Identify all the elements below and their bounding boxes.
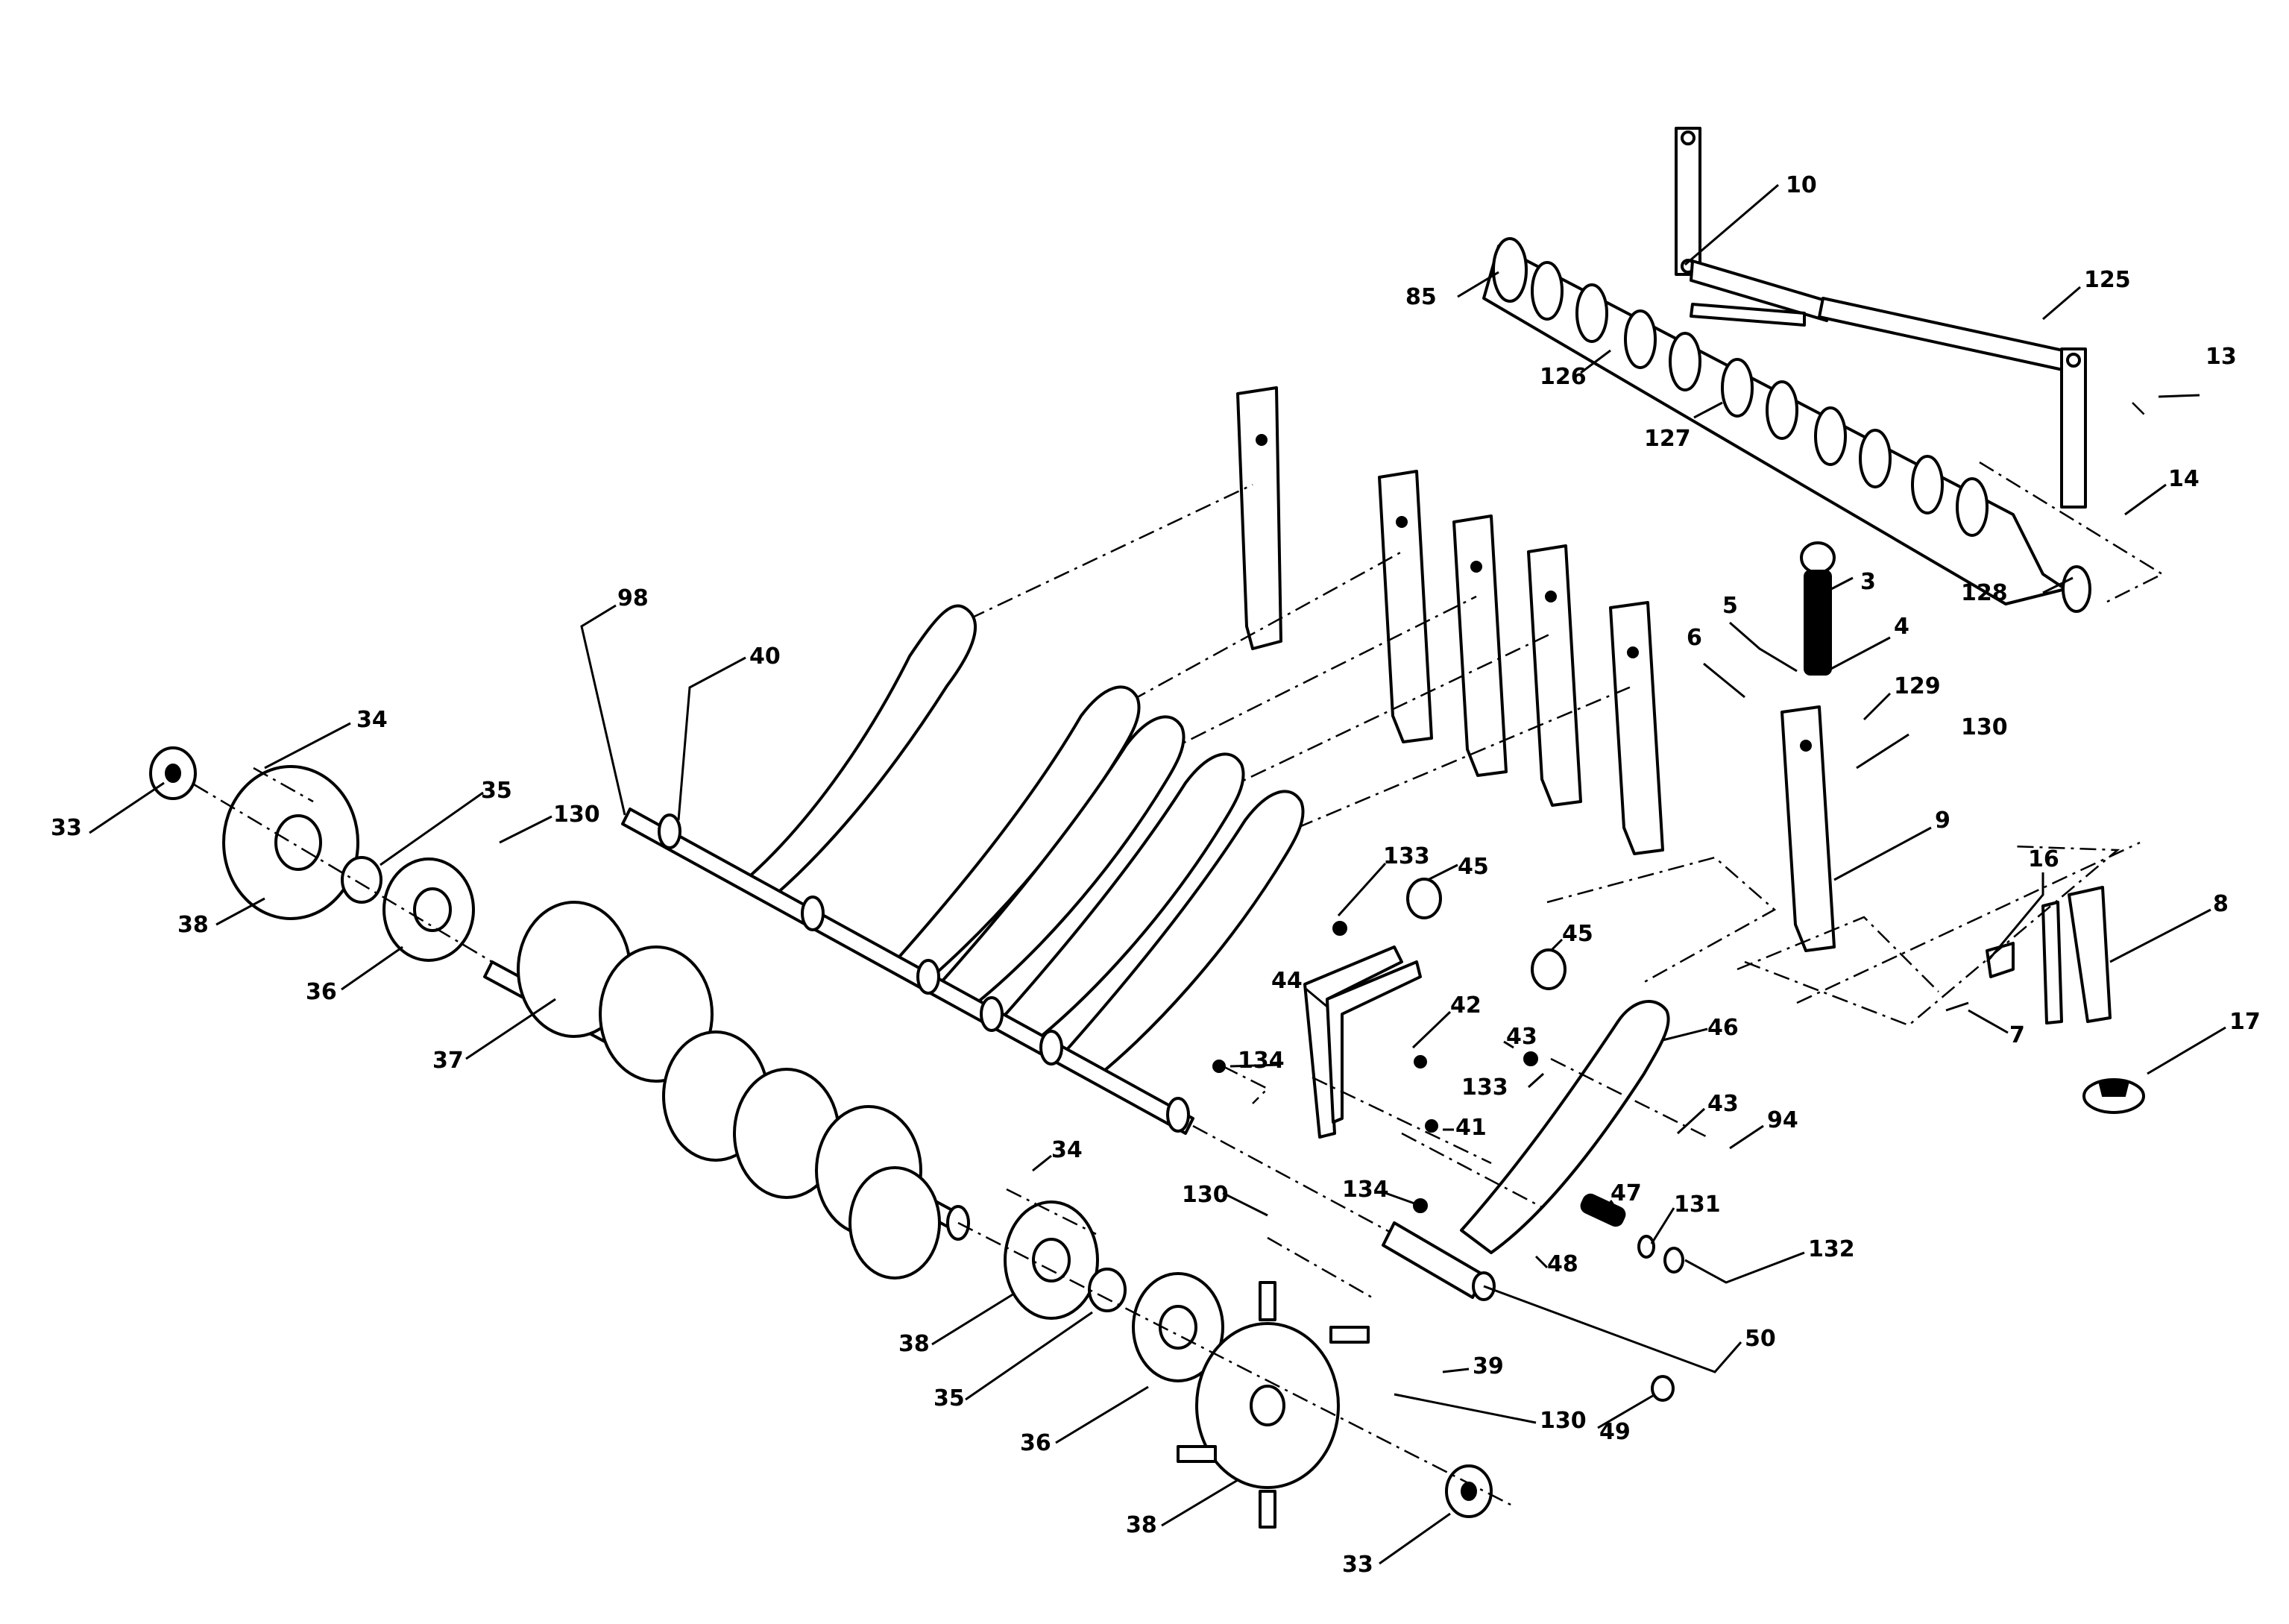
spring-hook <box>1800 541 1836 574</box>
callout-134: 134 <box>1238 1048 1285 1074</box>
bracket-8 <box>2068 886 2112 1023</box>
callout-33: 33 <box>51 815 82 841</box>
tine-arm <box>998 752 1245 1042</box>
callout-38: 38 <box>898 1331 930 1357</box>
callout-43: 43 <box>1707 1091 1739 1117</box>
callout-130: 130 <box>553 802 600 828</box>
callout-44: 44 <box>1271 968 1303 994</box>
lift-frame-assembly <box>1675 127 2087 509</box>
callout-40: 40 <box>749 643 781 670</box>
tine-bracket <box>1609 601 1664 855</box>
callout-10: 10 <box>1786 172 1817 198</box>
callout-130: 130 <box>1961 714 2008 740</box>
tine-bracket <box>1780 705 1836 952</box>
tine-arm <box>1057 790 1305 1079</box>
callout-49: 49 <box>1599 1419 1631 1445</box>
main-shaft <box>621 808 1484 1284</box>
callout-8: 8 <box>2213 891 2229 917</box>
callout-9: 9 <box>1935 808 1950 834</box>
bearing-35 <box>341 856 382 904</box>
callout-36: 36 <box>1020 1430 1051 1456</box>
callout-47: 47 <box>1611 1180 1642 1206</box>
tine-arm <box>1460 1000 1670 1254</box>
callout-41: 41 <box>1455 1115 1487 1141</box>
latch-16 <box>1986 942 2015 978</box>
tine-arms <box>744 604 1670 1254</box>
callout-133: 133 <box>1461 1074 1508 1101</box>
lift-arm-right <box>2060 347 2087 509</box>
callout-127: 127 <box>1644 426 1691 452</box>
callout-130: 130 <box>1182 1182 1229 1208</box>
callout-130: 130 <box>1540 1408 1587 1434</box>
tension-spring-assembly <box>1703 541 1836 699</box>
callout-131: 131 <box>1674 1192 1721 1218</box>
assembly-line-left <box>193 783 493 963</box>
callout-14: 14 <box>2168 466 2200 492</box>
callout-125: 125 <box>2084 267 2131 293</box>
callout-38: 38 <box>177 912 209 938</box>
callout-134: 134 <box>1342 1177 1389 1203</box>
roller-assembly <box>1482 237 2164 613</box>
callout-48: 48 <box>1547 1251 1578 1277</box>
callout-13: 13 <box>2205 344 2237 370</box>
callout-7: 7 <box>2009 1022 2025 1048</box>
assembly-lines-upper <box>969 483 2141 1004</box>
callout-46: 46 <box>1707 1015 1739 1041</box>
callout-labels: 10 85 125 13 126 127 14 128 3 4 5 6 129 … <box>51 172 2261 1578</box>
callout-35: 35 <box>933 1385 965 1411</box>
lift-arm-left <box>1675 127 1701 276</box>
callout-132: 132 <box>1808 1236 1855 1262</box>
callout-94: 94 <box>1767 1107 1798 1133</box>
tine-arm <box>744 604 977 896</box>
spring-47 <box>1580 1193 1626 1227</box>
assembly-line-left-2 <box>253 767 314 803</box>
bushing-45 <box>1406 878 1442 919</box>
callout-36: 36 <box>306 979 337 1005</box>
tine-arm <box>938 715 1186 1004</box>
callout-16: 16 <box>2028 846 2059 872</box>
callout-128: 128 <box>1961 580 2008 606</box>
callout-45: 45 <box>1562 921 1593 947</box>
callout-126: 126 <box>1540 364 1587 390</box>
disc-drum-assembly <box>149 746 970 1280</box>
callout-3: 3 <box>1860 569 1876 595</box>
pin-50 <box>1382 1221 1485 1299</box>
callout-17: 17 <box>2229 1009 2261 1035</box>
tine-bracket <box>1236 386 1282 650</box>
callout-39: 39 <box>1473 1353 1504 1379</box>
callout-43: 43 <box>1506 1024 1537 1050</box>
tension-spring <box>1804 570 1832 676</box>
callout-6: 6 <box>1687 625 1702 651</box>
collar-49 <box>1651 1375 1675 1402</box>
tine-bracket <box>1527 544 1582 807</box>
tine-brackets <box>1236 386 1836 952</box>
callout-98: 98 <box>617 585 649 611</box>
callout-33: 33 <box>1342 1552 1373 1578</box>
callout-133: 133 <box>1383 843 1430 869</box>
callout-35: 35 <box>481 778 512 804</box>
right-bracket-assembly <box>1744 845 2145 1114</box>
lift-frame-bar <box>1690 259 1832 322</box>
bushing-45 <box>1531 948 1567 990</box>
lower-flange-assembly <box>957 1188 1514 1529</box>
callout-129: 129 <box>1894 673 1941 699</box>
callout-38: 38 <box>1126 1512 1157 1538</box>
callout-37: 37 <box>432 1048 464 1074</box>
tine-bracket <box>1378 470 1433 743</box>
callout-42: 42 <box>1450 992 1482 1019</box>
leader-lines <box>89 183 2226 1565</box>
drum-disc <box>848 1166 941 1280</box>
callout-45: 45 <box>1458 854 1489 880</box>
callout-34: 34 <box>356 707 388 733</box>
tine-bracket <box>1452 514 1508 777</box>
callout-4: 4 <box>1894 614 1909 640</box>
callout-34: 34 <box>1051 1137 1083 1163</box>
center-brackets <box>1212 878 1708 1402</box>
roller-discs <box>1492 237 2091 613</box>
callout-5: 5 <box>1722 593 1738 619</box>
bearing-35 <box>1088 1268 1127 1312</box>
callout-50: 50 <box>1745 1326 1776 1352</box>
callout-85: 85 <box>1405 284 1437 310</box>
